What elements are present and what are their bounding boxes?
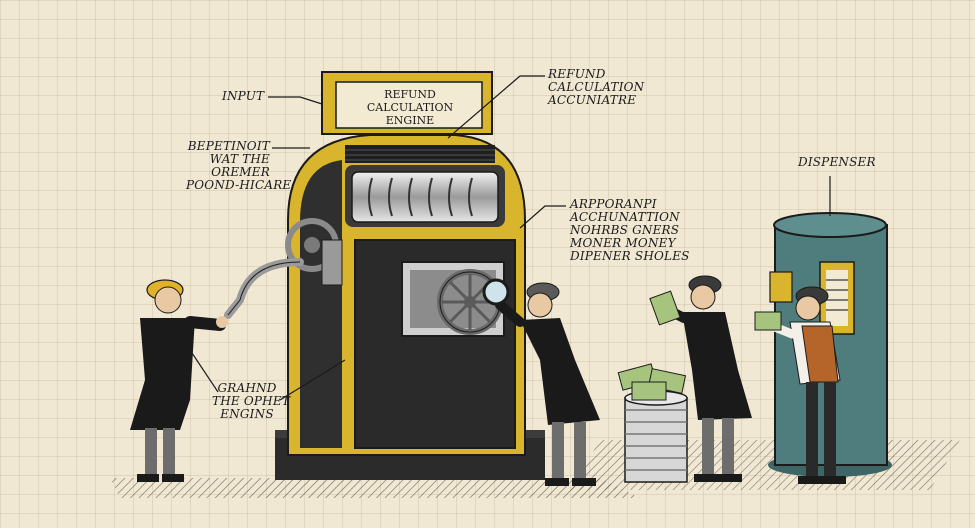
worker-at-dispenser (754, 286, 846, 484)
label-input: INPUT (222, 89, 265, 103)
label-refund-calculation: REFUND CALCULATION ACCUNIATRE (548, 67, 645, 107)
callout-lines (189, 75, 831, 401)
sign-line-2: ENGINE (385, 114, 435, 127)
machine-sign: REFUND CALCULATION ENGINE (340, 88, 480, 127)
worker-with-magnifier (482, 278, 600, 486)
label-right-block: ARPPORANPI ACCHUNATTION NOHRBS GNERS MON… (570, 197, 690, 263)
refund-calculation-machine (224, 71, 545, 480)
sign-line-1: REFUND CALCULATION (366, 88, 454, 114)
label-dispenser: DISPENSER (798, 155, 876, 169)
worker-with-crank (130, 279, 228, 482)
worker-counting-money (649, 275, 752, 482)
label-bottom-left: GRAHND THE OPHET ENGINS (212, 381, 290, 421)
label-left-block: BEPETINOIT WAT THE OREMER POOND-HICARE (186, 139, 292, 192)
coin-stack (617, 363, 688, 483)
